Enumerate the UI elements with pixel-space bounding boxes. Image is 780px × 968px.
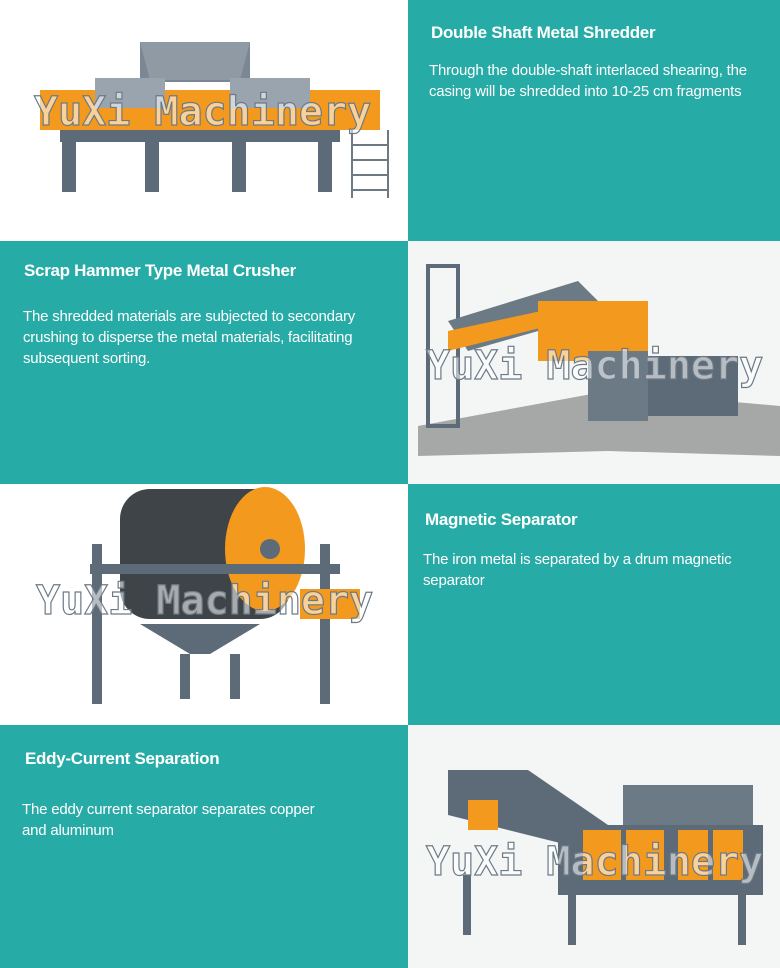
- shredder-panel: Double Shaft Metal Shredder Through the …: [408, 0, 780, 241]
- section-title: Scrap Hammer Type Metal Crusher: [24, 261, 296, 280]
- crusher-image: YuXi Machinery: [408, 241, 780, 484]
- watermark: YuXi Machinery: [426, 839, 763, 885]
- crusher-panel: Scrap Hammer Type Metal Crusher The shre…: [0, 241, 408, 484]
- section-crusher: Scrap Hammer Type Metal Crusher The shre…: [0, 241, 780, 484]
- section-eddy-current: Eddy-Current Separation The eddy current…: [0, 725, 780, 968]
- magnetic-separator-image: YuXi Machinery: [0, 484, 408, 725]
- watermark: YuXi Machinery: [36, 578, 373, 624]
- watermark: YuXi Machinery: [426, 343, 763, 389]
- section-description: The eddy current separator separates cop…: [22, 801, 315, 839]
- section-magnetic: YuXi Machinery Magnetic Separator The ir…: [0, 484, 780, 725]
- magnetic-panel: Magnetic Separator The iron metal is sep…: [408, 484, 780, 725]
- shredder-image: YuXi Machinery: [0, 0, 408, 241]
- eddy-current-panel: Eddy-Current Separation The eddy current…: [0, 725, 408, 968]
- section-title: Double Shaft Metal Shredder: [431, 23, 656, 42]
- section-title: Eddy-Current Separation: [25, 749, 220, 768]
- eddy-current-image: YuXi Machinery: [408, 725, 780, 968]
- section-shredder: YuXi Machinery Double Shaft Metal Shredd…: [0, 0, 780, 241]
- section-description: Through the double-shaft interlaced shea…: [429, 62, 747, 100]
- watermark: YuXi Machinery: [34, 89, 371, 135]
- section-description: The iron metal is separated by a drum ma…: [423, 551, 732, 589]
- section-description: The shredded materials are subjected to …: [23, 308, 356, 367]
- section-title: Magnetic Separator: [425, 510, 578, 529]
